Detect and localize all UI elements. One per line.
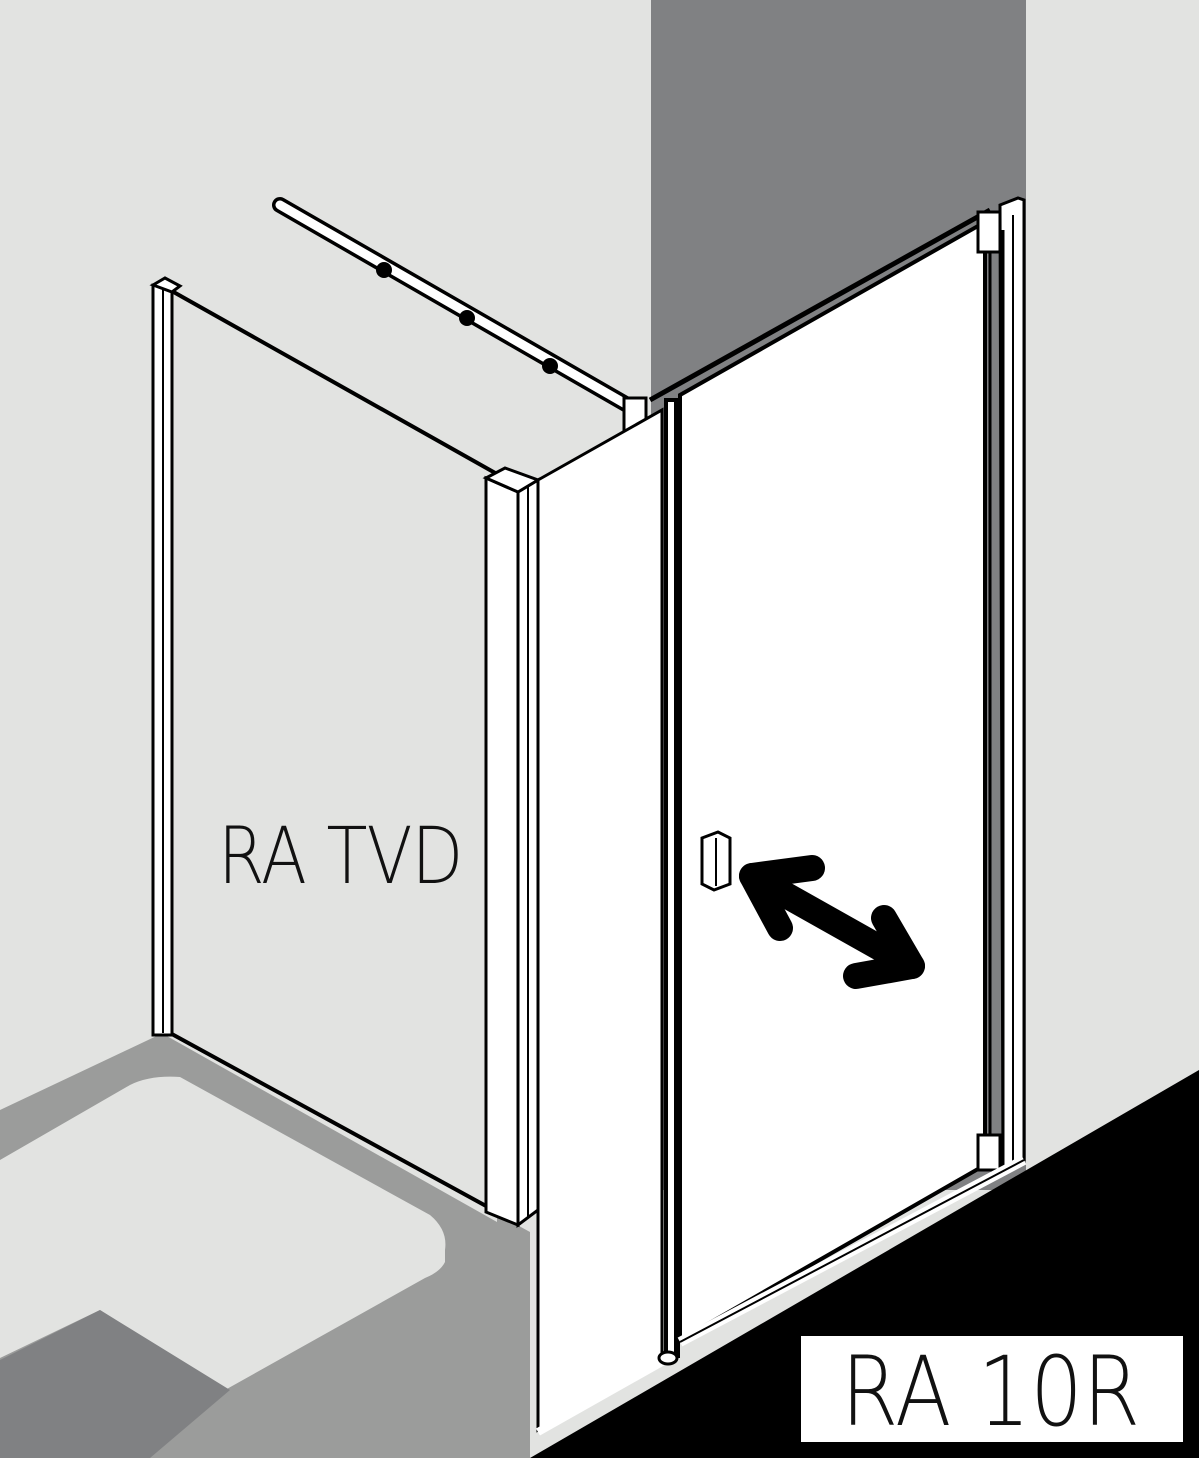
side-bottom-seal [536, 1358, 664, 1436]
middle-post-front [484, 475, 520, 1228]
right-wall [1026, 0, 1199, 1190]
tray-inner [0, 1076, 446, 1390]
top-hinge [976, 210, 1002, 254]
double-arrow-icon [739, 855, 925, 989]
door-glass [678, 218, 987, 1344]
model-label: RA 10R [841, 1336, 1141, 1448]
door-hinge-column-highlight [668, 402, 674, 1352]
door-pivot-foot [657, 1350, 679, 1366]
door-bottom-seal-2 [679, 1159, 1025, 1343]
tray-drain-area [0, 1310, 230, 1458]
fixed-panel-glass [165, 292, 497, 1222]
fixed-panel-bottom-edge [169, 1031, 498, 1214]
fixed-panel-label: RA TVD [218, 812, 463, 902]
bottom-hinge [976, 1133, 1002, 1172]
model-label-box: RA 10R [799, 1334, 1185, 1444]
side-glass-panel [536, 407, 664, 1433]
fixed-panel-top-edge [169, 288, 498, 476]
left-wall-profile-cap [149, 276, 183, 294]
door-top-edge [648, 207, 992, 403]
